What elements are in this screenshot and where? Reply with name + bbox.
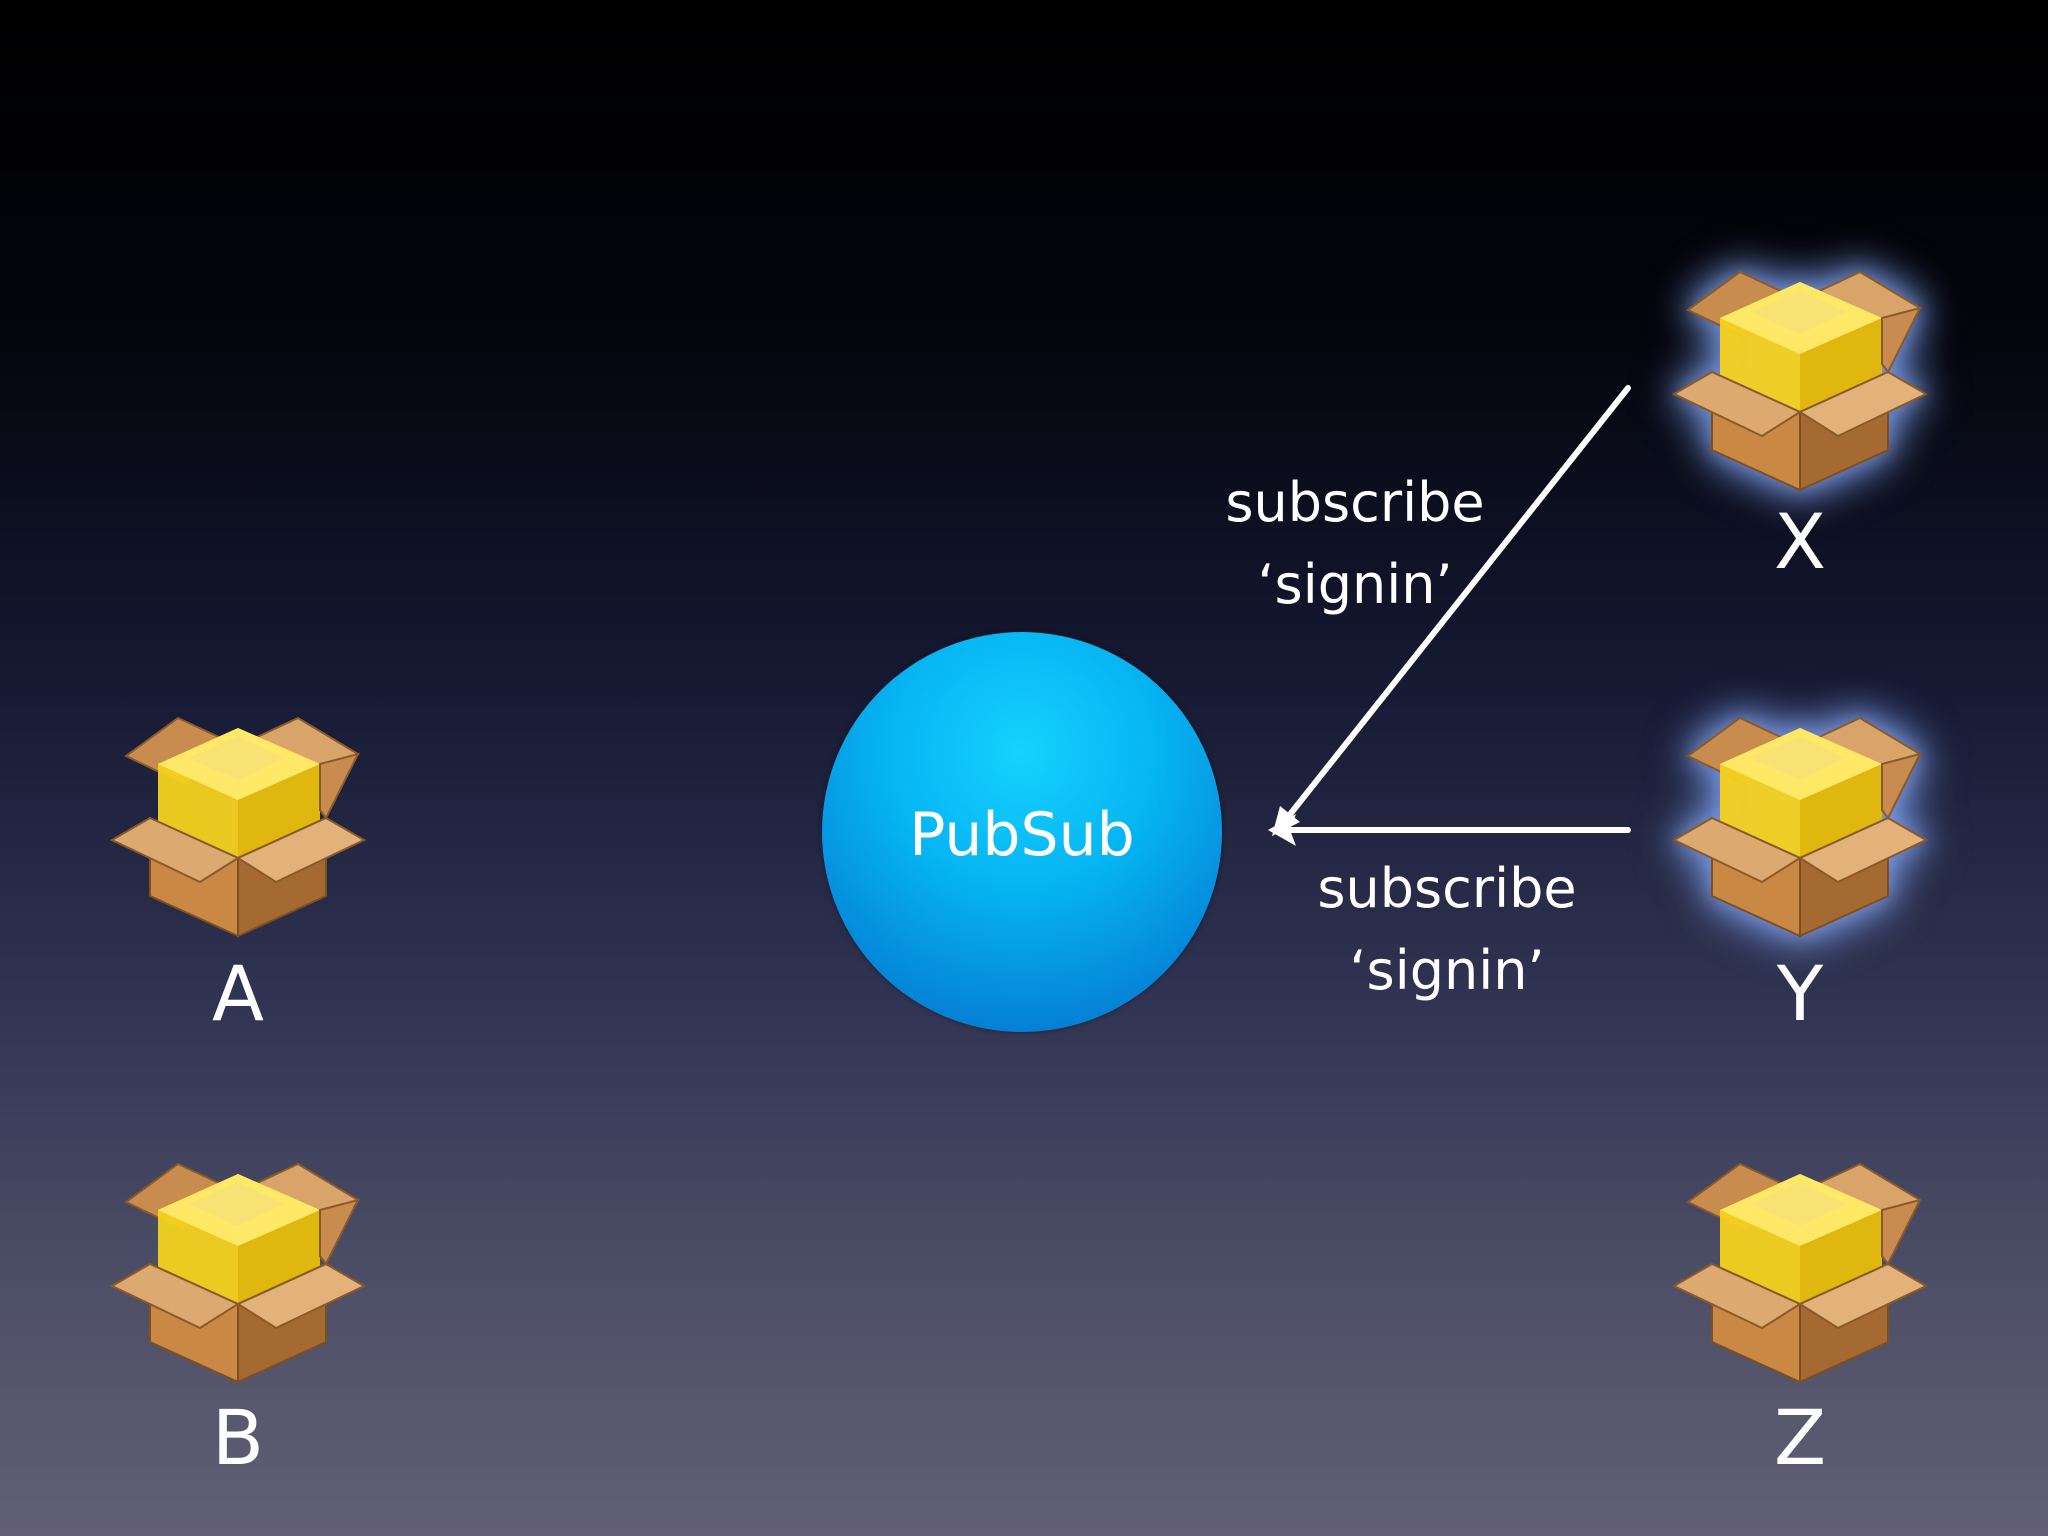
node-y-label: Y <box>1670 956 1930 1032</box>
edge-label-y-line2: ‘signin’ <box>1292 930 1602 1012</box>
package-icon <box>1670 260 1930 500</box>
node-x-label: X <box>1670 504 1930 580</box>
node-x: X <box>1670 260 1930 520</box>
node-y: Y <box>1670 706 1930 966</box>
edge-label-x-line2: ‘signin’ <box>1200 544 1510 626</box>
node-b-label: B <box>108 1400 368 1476</box>
pubsub-hub: PubSub <box>822 632 1222 1032</box>
package-icon <box>1670 706 1930 946</box>
package-icon <box>1670 1152 1930 1392</box>
edge-label-y-line1: subscribe <box>1292 848 1602 930</box>
node-a-label: A <box>108 956 368 1032</box>
edge-label-y: subscribe ‘signin’ <box>1292 848 1602 1012</box>
node-z-label: Z <box>1670 1400 1930 1476</box>
edge-label-x-line1: subscribe <box>1200 462 1510 544</box>
edge-label-x: subscribe ‘signin’ <box>1200 462 1510 626</box>
package-icon <box>108 706 368 946</box>
node-b: B <box>108 1152 368 1412</box>
node-a: A <box>108 706 368 966</box>
pubsub-label: PubSub <box>822 800 1222 870</box>
node-z: Z <box>1670 1152 1930 1412</box>
package-icon <box>108 1152 368 1392</box>
